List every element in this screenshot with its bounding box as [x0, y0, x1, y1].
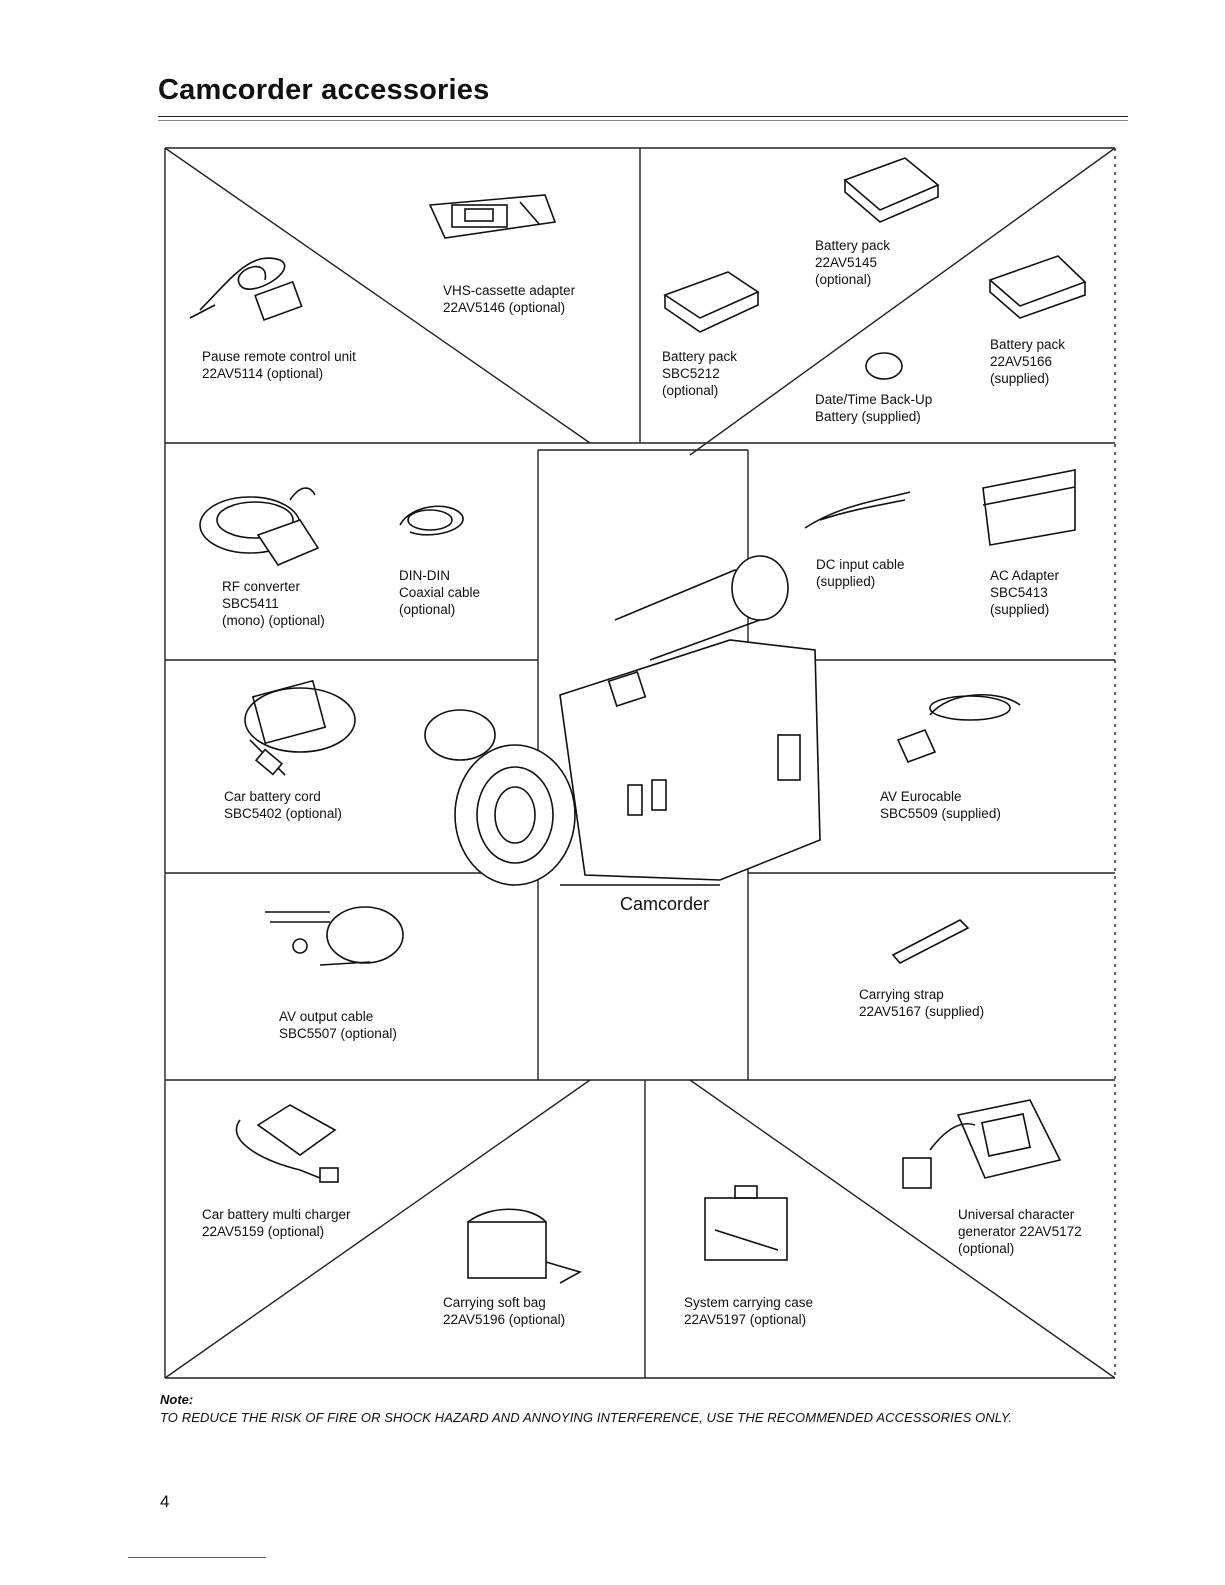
note-text: TO REDUCE THE RISK OF FIRE OR SHOCK HAZA… — [160, 1410, 1013, 1425]
soft-bag-illustration — [467, 1208, 583, 1284]
page-number: 4 — [160, 1492, 170, 1511]
ac-adapter-illustration — [804, 469, 1076, 546]
car-charger-illustration — [235, 1104, 339, 1183]
carrying-case-illustration — [704, 1185, 788, 1261]
title-rule — [158, 116, 1128, 121]
footer-rule — [128, 1557, 266, 1558]
char-generator-illustration — [902, 1099, 1062, 1189]
label-dc-cable: DC input cable(supplied) — [816, 557, 905, 589]
battery-pack-illustrations — [663, 157, 1087, 380]
note-heading: Note: — [160, 1392, 194, 1407]
av-eurocable-illustration — [896, 693, 1021, 764]
vhs-adapter-illustration — [428, 194, 557, 239]
label-camcorder: Camcorder — [620, 894, 710, 914]
accessory-diagram — [164, 147, 1116, 1379]
pause-remote-illustration — [189, 257, 303, 322]
car-cord-illustration — [244, 679, 356, 776]
carrying-strap-illustration — [891, 919, 970, 964]
page-title: Camcorder accessories — [158, 74, 490, 106]
rf-converter-illustration — [199, 487, 464, 566]
av-output-illustration — [265, 906, 404, 966]
camcorder-illustration — [424, 555, 821, 886]
